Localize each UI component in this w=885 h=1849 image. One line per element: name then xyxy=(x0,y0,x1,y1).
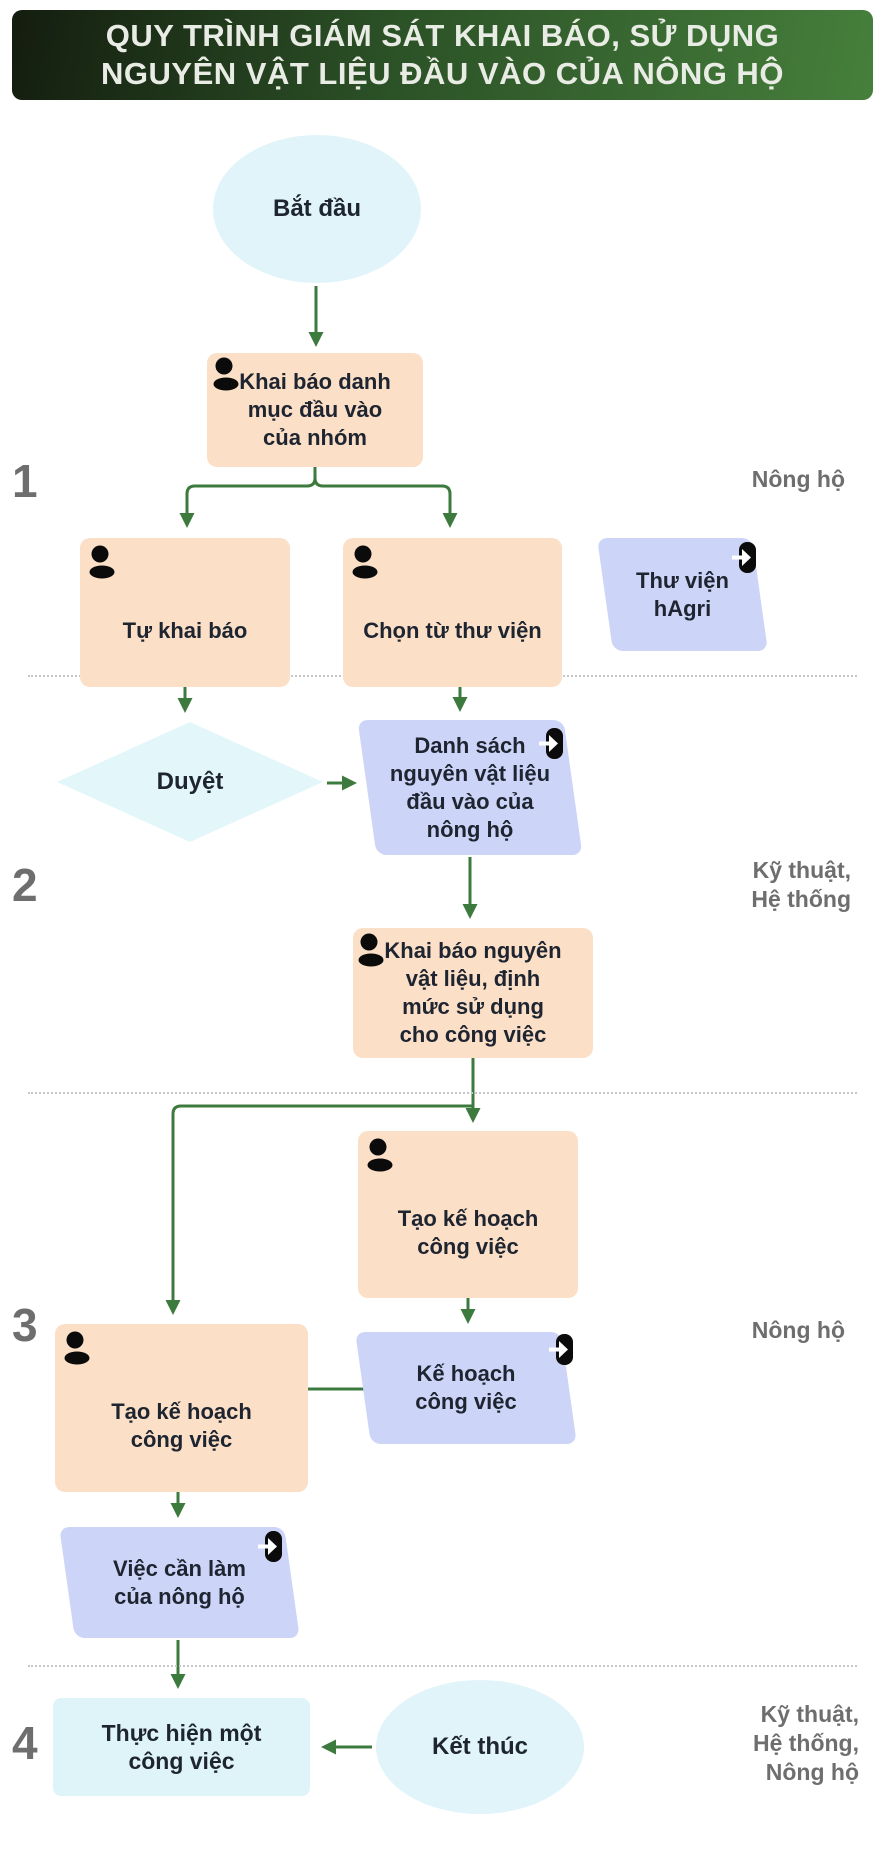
node-todo-list: Việc cần làm của nông hộ xyxy=(59,1527,300,1638)
node-declare-materials-label: Khai báo nguyên vật liệu, định mức sử dụ… xyxy=(384,938,562,1047)
node-declare-materials: Khai báo nguyên vật liệu, định mức sử dụ… xyxy=(353,928,593,1058)
lane-divider-3 xyxy=(28,1665,857,1667)
node-self-declare: Tự khai báo xyxy=(80,538,290,687)
node-start-label: Bắt đầu xyxy=(272,195,361,222)
lane-divider-2 xyxy=(28,1092,857,1094)
page-title-line2: NGUYÊN VẬT LIỆU ĐẦU VÀO CỦA NÔNG HỘ xyxy=(101,56,784,91)
node-todo-list-label: Việc cần làm của nông hộ xyxy=(113,1555,246,1609)
person-icon xyxy=(89,545,115,579)
node-execute-work: Thực hiện một công việc xyxy=(53,1698,310,1796)
node-hagri-library-label: Thư viện hAgri xyxy=(636,567,729,621)
login-arrow-icon xyxy=(732,542,756,573)
node-work-plan-label: Kế hoạch công việc xyxy=(415,1361,517,1414)
lane-4-number: 4 xyxy=(12,1717,38,1769)
node-create-plan-top-label: Tạo kế hoạch công việc xyxy=(397,1205,539,1259)
arrow-split-right xyxy=(313,477,458,528)
node-execute-work-label: Thực hiện một công việc xyxy=(101,1720,262,1774)
person-icon xyxy=(358,933,384,967)
node-declare-group: Khai báo danh mục đầu vào của nhóm xyxy=(207,353,423,467)
arrow-branch-to-left-plan xyxy=(165,1104,473,1315)
node-work-plan: Kế hoạch công việc xyxy=(355,1332,577,1444)
lane-3-number: 3 xyxy=(12,1299,38,1351)
node-start: Bắt đầu xyxy=(213,135,421,283)
arrow-split-left xyxy=(179,467,317,528)
lane-4-role: Kỹ thuật, Hệ thống, Nông hộ xyxy=(752,1701,859,1785)
node-end: Kết thúc xyxy=(376,1680,584,1814)
node-hagri-library: Thư viện hAgri xyxy=(597,538,768,651)
person-icon xyxy=(352,545,378,579)
lane-2-number: 2 xyxy=(12,859,38,911)
node-end-label: Kết thúc xyxy=(432,1733,528,1760)
node-approve-label: Duyệt xyxy=(156,768,224,795)
node-declare-group-label: Khai báo danh mục đầu vào của nhóm xyxy=(239,369,391,450)
lane-1-role: Nông hộ xyxy=(751,466,845,492)
node-self-declare-label: Tự khai báo xyxy=(122,617,248,643)
node-create-plan-top: Tạo kế hoạch công việc xyxy=(358,1131,578,1298)
node-create-plan-left: Tạo kế hoạch công việc xyxy=(55,1324,308,1492)
page-title-banner: QUY TRÌNH GIÁM SÁT KHAI BÁO, SỬ DỤNG NGU… xyxy=(12,10,873,100)
lane-3-role: Nông hộ xyxy=(751,1317,845,1343)
person-icon xyxy=(64,1331,90,1365)
node-choose-library: Chọn từ thư viện xyxy=(343,538,562,687)
node-choose-library-label: Chọn từ thư viện xyxy=(363,617,542,643)
login-arrow-icon xyxy=(549,1334,573,1365)
lane-2-role: Kỹ thuật, Hệ thống xyxy=(751,857,851,912)
login-arrow-icon xyxy=(258,1531,282,1562)
page-title-line1: QUY TRÌNH GIÁM SÁT KHAI BÁO, SỬ DỤNG xyxy=(105,18,780,53)
login-arrow-icon xyxy=(539,728,563,759)
node-material-list: Danh sách nguyên vật liệu đầu vào của nô… xyxy=(357,720,583,855)
node-create-plan-left-label: Tạo kế hoạch công việc xyxy=(111,1399,252,1452)
lane-1-number: 1 xyxy=(12,455,38,507)
person-icon xyxy=(367,1138,393,1172)
node-material-list-label: Danh sách nguyên vật liệu đầu vào của nô… xyxy=(389,732,551,842)
person-icon xyxy=(213,357,239,391)
